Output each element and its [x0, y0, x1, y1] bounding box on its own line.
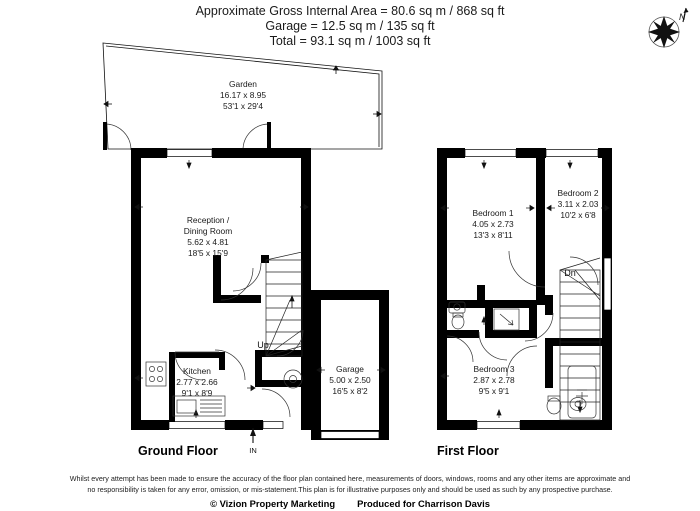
bedroom3-label: Bedroom 3 — [474, 364, 515, 374]
disclaimer-line-1: Whilst every attempt has been made to en… — [69, 474, 631, 483]
kitchen-imperial: 9'1 x 8'9 — [182, 388, 213, 398]
kitchen-label: Kitchen — [183, 366, 211, 376]
reception-label-2: Dining Room — [184, 226, 232, 236]
disclaimer-line-2: no responsibility is taken for any error… — [87, 484, 613, 494]
bedroom2-imperial: 10'2 x 6'8 — [560, 210, 596, 220]
bathroom-fixtures — [448, 301, 597, 419]
garden-label: Garden — [229, 79, 257, 89]
reception-imperial: 18'5 x 15'9 — [188, 248, 228, 258]
stairs-up-label: Up — [257, 340, 269, 350]
ground-floor-partitions — [169, 255, 303, 422]
bedroom3-metric: 2.87 x 2.78 — [473, 375, 515, 385]
footer-disclaimer: Whilst every attempt has been made to en… — [0, 474, 700, 509]
bedroom3-imperial: 9'5 x 9'1 — [479, 386, 510, 396]
bedroom1-metric: 4.05 x 2.73 — [472, 219, 514, 229]
bedroom1-label: Bedroom 1 — [473, 208, 514, 218]
garage-metric: 5.00 x 2.50 — [329, 375, 371, 385]
garage-imperial: 16'5 x 8'2 — [332, 386, 368, 396]
garage-area-line: Garage = 12.5 sq m / 135 sq ft — [265, 19, 435, 33]
kitchen-fittings — [145, 361, 226, 417]
footer-credits: © Vizion Property Marketing Produced for … — [0, 498, 700, 509]
bedroom1-imperial: 13'3 x 8'11 — [473, 230, 513, 240]
reception-label-1: Reception / — [187, 215, 230, 225]
entrance-marker — [250, 428, 256, 443]
ground-floor-title: Ground Floor — [138, 444, 218, 458]
total-area-line: Total = 93.1 sq m / 1003 sq ft — [269, 34, 431, 48]
ground-floor-windows — [166, 149, 380, 439]
gross-internal-area-line: Approximate Gross Internal Area = 80.6 s… — [195, 4, 505, 18]
ground-floor-staircase — [265, 251, 303, 357]
kitchen-metric: 2.77 x 2.66 — [176, 377, 218, 387]
area-summary-header: Approximate Gross Internal Area = 80.6 s… — [0, 4, 700, 49]
bedroom2-label: Bedroom 2 — [558, 188, 599, 198]
compass-rose-icon: N — [648, 7, 689, 48]
hall-fixture-icon — [283, 369, 303, 389]
garage-label: Garage — [336, 364, 364, 374]
ground-floor-plan: Up — [131, 148, 389, 455]
ground-window-ticks — [134, 160, 386, 418]
entrance-label: IN — [249, 446, 257, 455]
first-window-ticks — [440, 160, 610, 418]
first-floor-door-arcs — [446, 250, 599, 377]
stairs-down-label: Dn — [564, 268, 576, 278]
bedroom2-metric: 3.11 x 2.03 — [558, 199, 599, 209]
garden-metric: 16.17 x 8.95 — [220, 90, 266, 100]
garden-door-arcs — [103, 122, 271, 151]
garden-outline — [102, 42, 383, 150]
first-floor-title: First Floor — [437, 444, 499, 458]
first-floor-plan: Dn — [437, 148, 612, 430]
ground-floor-door-arcs — [174, 262, 304, 418]
garden-imperial: 53'1 x 29'4 — [223, 101, 263, 111]
copyright-text: © Vizion Property Marketing — [210, 498, 336, 509]
reception-metric: 5.62 x 4.81 — [187, 237, 229, 247]
compass-north-label: N — [679, 12, 686, 22]
produced-for-text: Produced for Charrison Davis — [357, 498, 490, 509]
first-floor-windows — [464, 149, 612, 429]
